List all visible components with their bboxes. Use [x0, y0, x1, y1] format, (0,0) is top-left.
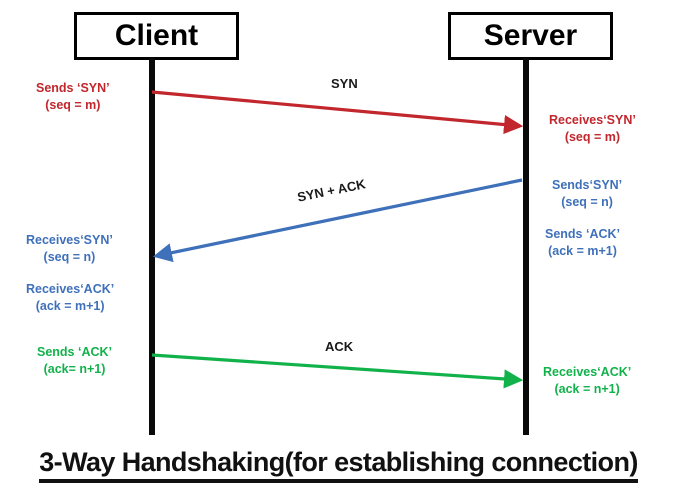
annotation-line-1: Sends ‘ACK’ — [37, 345, 113, 359]
server-node-box: Server — [448, 12, 613, 60]
server-node-label: Server — [483, 19, 578, 52]
annotation-line-2: (seq = n) — [561, 195, 613, 209]
server-lifeline — [523, 58, 529, 435]
annotation-line-2: (ack = m+1) — [548, 244, 617, 258]
annotation-line-1: Sends ‘ACK’ — [545, 227, 621, 241]
annotation-client-sends-ack: Sends ‘ACK’ (ack= n+1) — [37, 344, 112, 378]
ack-arrow — [151, 353, 524, 389]
annotation-server-receives-ack: Receives‘ACK’ (ack = n+1) — [543, 364, 631, 398]
annotation-line-1: Receives‘ACK’ — [26, 282, 115, 296]
ack-message-label: ACK — [325, 339, 354, 354]
annotation-line-2: (ack = n+1) — [554, 382, 620, 396]
client-node-box: Client — [74, 12, 239, 60]
annotation-line-2: (seq = m) — [564, 130, 621, 144]
annotation-server-receives-syn: Receives‘SYN’ (seq = m) — [549, 112, 636, 146]
annotation-line-2: (seq = m) — [45, 98, 101, 112]
annotation-client-receives-syn: Receives‘SYN’ (seq = n) — [26, 232, 113, 266]
annotation-line-1: Receives‘ACK’ — [543, 365, 632, 379]
syn-arrow — [151, 90, 524, 135]
diagram-caption-text: 3-Way Handshaking(for establishing conne… — [39, 447, 638, 483]
diagram-caption: 3-Way Handshaking(for establishing conne… — [0, 447, 677, 483]
syn-ack-arrow — [152, 178, 523, 263]
annotation-line-2: (ack = m+1) — [35, 299, 105, 313]
annotation-line-1: Sends ‘SYN’ — [36, 81, 110, 95]
annotation-line-1: Sends‘SYN’ — [552, 178, 623, 192]
annotation-client-receives-ack: Receives‘ACK’ (ack = m+1) — [26, 281, 114, 315]
annotation-server-sends-syn: Sends‘SYN’ (seq = n) — [552, 177, 622, 211]
annotation-line-2: (seq = n) — [43, 250, 96, 264]
annotation-server-sends-ack: Sends ‘ACK’ (ack = m+1) — [545, 226, 620, 260]
annotation-client-sends-syn: Sends ‘SYN’ (seq = m) — [36, 80, 110, 114]
annotation-line-1: Receives‘SYN’ — [549, 113, 636, 127]
annotation-line-2: (ack= n+1) — [43, 362, 106, 376]
client-node-label: Client — [114, 19, 199, 52]
annotation-line-1: Receives‘SYN’ — [26, 233, 113, 247]
client-lifeline — [149, 58, 155, 435]
syn-message-label: SYN — [331, 76, 358, 91]
